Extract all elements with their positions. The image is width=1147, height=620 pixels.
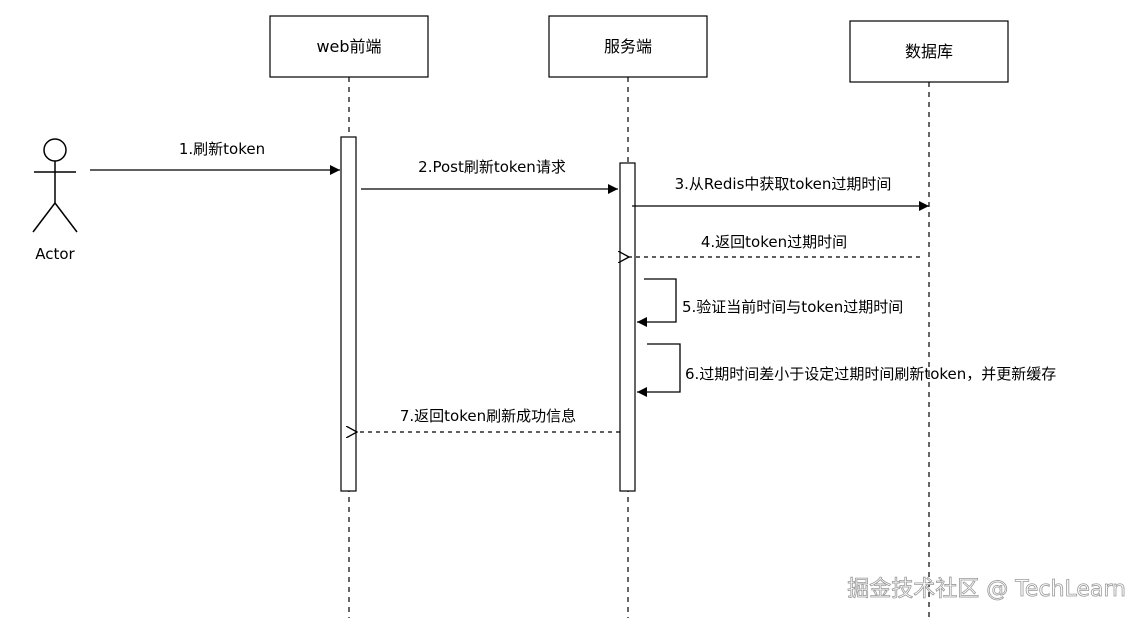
- message-7-label: 7.返回token刷新成功信息: [400, 407, 576, 425]
- activation-server: [619, 162, 636, 492]
- participant-server: 服务端: [548, 15, 708, 78]
- message-5-arrow: [637, 278, 677, 327]
- message-6-label: 6.过期时间差小于设定过期时间刷新token，并更新缓存: [685, 365, 1056, 383]
- activation-web: [340, 136, 357, 492]
- message-1-label: 1.刷新token: [179, 140, 265, 158]
- message-2-label: 2.Post刷新token请求: [418, 158, 566, 176]
- message-4-label: 4.返回token过期时间: [701, 233, 847, 251]
- actor-figure: [32, 138, 78, 233]
- participant-web-label: web前端: [316, 37, 381, 56]
- message-3-label: 3.从Redis中获取token过期时间: [675, 175, 892, 193]
- message-6-arrow: [637, 343, 681, 397]
- participant-server-label: 服务端: [604, 37, 652, 56]
- watermark: 掘金技术社区 @ TechLearn: [847, 577, 1126, 602]
- participant-web: web前端: [269, 15, 429, 78]
- participant-db: 数据库: [849, 20, 1009, 83]
- message-5-label: 5.验证当前时间与token过期时间: [682, 298, 903, 316]
- actor-label: Actor: [35, 245, 75, 263]
- participant-db-label: 数据库: [905, 42, 953, 61]
